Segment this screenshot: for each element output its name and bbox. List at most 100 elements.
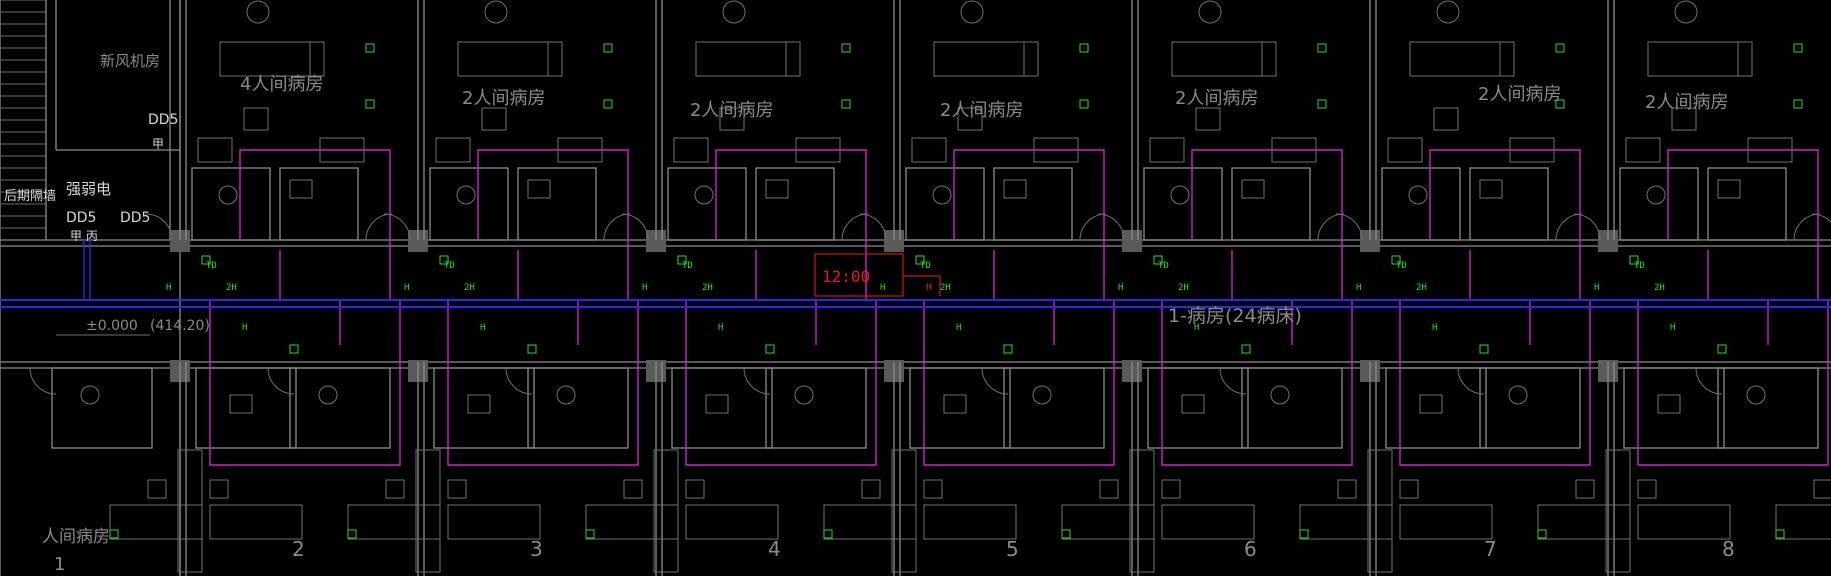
sink-bottom (1657, 394, 1681, 414)
chair-bottom (1337, 479, 1357, 499)
bathroom-bottom-a (51, 367, 153, 449)
outlet-device (603, 43, 613, 53)
sink-top (289, 179, 313, 199)
light-fixture-circle (246, 0, 270, 24)
bathroom-bottom-a (765, 367, 867, 449)
light-fixture-circle (1674, 0, 1698, 24)
chair-bottom-2 (685, 479, 705, 499)
bed-bottom (347, 504, 441, 540)
circuit-bottom-loop (1399, 300, 1591, 466)
wardrobe-bottom (1605, 449, 1631, 573)
bed-top (1171, 41, 1263, 77)
circuit-bottom-loop (1161, 300, 1353, 466)
detector-device (201, 255, 211, 265)
chair-top (1195, 107, 1221, 131)
room-number-5: 5 (1006, 537, 1019, 561)
room-label-2bed-2: 2人间病房 (690, 100, 773, 121)
wardrobe-bottom (653, 449, 679, 573)
desk-top (1625, 137, 1661, 163)
outlet-device-2 (1317, 99, 1327, 109)
door-swing-bottom (29, 367, 57, 395)
toilet-bottom (794, 385, 814, 405)
toilet-top (1646, 185, 1666, 205)
pipe-tag-h-lower: H (956, 323, 961, 333)
pipe-tag-h: H (404, 283, 409, 293)
detector-device (1153, 255, 1163, 265)
wardrobe-bottom (891, 449, 917, 573)
bathroom-top-a (1381, 167, 1461, 241)
bed-top (457, 41, 549, 77)
wardrobe-bottom (177, 449, 203, 573)
outlet-device (1079, 43, 1089, 53)
detector-device (1629, 255, 1639, 265)
time-marker-box[interactable] (814, 253, 904, 297)
detector-tag: TD (1396, 261, 1407, 271)
door-swing-bottom (267, 367, 295, 395)
chair-top (719, 107, 745, 131)
chair-bottom-2 (1399, 479, 1419, 499)
desk-top (197, 137, 233, 163)
chair-bottom (861, 479, 881, 499)
outlet-device-2 (841, 99, 851, 109)
bathroom-top-a (1619, 167, 1699, 241)
bed-bottom (823, 504, 917, 540)
bed-top-head (1499, 41, 1515, 77)
detector-device (677, 255, 687, 265)
time-marker-tag: H (926, 282, 932, 293)
outlet-device-bottom (109, 529, 119, 539)
chair-bottom-2 (1161, 479, 1181, 499)
bathroom-bottom-b (433, 367, 535, 449)
door-swing-top (1317, 213, 1345, 241)
chair-bottom (1575, 479, 1595, 499)
bed-top-head (1261, 41, 1277, 77)
light-fixture-circle (960, 0, 984, 24)
outlet-device-bottom (347, 529, 357, 539)
outlet-device (1555, 43, 1565, 53)
door-swing-bottom (505, 367, 533, 395)
wardrobe-bottom (1367, 449, 1393, 573)
outlet-device-bottom (823, 529, 833, 539)
pipe-tag-h: H (642, 283, 647, 293)
bed-top-head (1023, 41, 1039, 77)
bed-bottom (1537, 504, 1631, 540)
chair-bottom (1813, 479, 1831, 499)
bathroom-top-a (429, 167, 509, 241)
pipe-tag-h-lower: H (1670, 323, 1675, 333)
outlet-device-2 (1793, 99, 1803, 109)
bathroom-bottom-b (909, 367, 1011, 449)
bathroom-bottom-a (1241, 367, 1343, 449)
toilet-top (218, 185, 238, 205)
bed-bottom (1061, 504, 1155, 540)
detector-device-bottom (289, 344, 299, 354)
bed-top-head (309, 41, 325, 77)
column-top (1598, 230, 1618, 252)
circuit-bottom-loop (209, 300, 401, 466)
bathroom-top-a (905, 167, 985, 241)
room-number-4: 4 (768, 537, 781, 561)
pipe-tag-h-lower: H (1432, 323, 1437, 333)
light-fixture-circle (722, 0, 746, 24)
sink-bottom (229, 394, 253, 414)
sink-bottom (943, 394, 967, 414)
pipe-tag-2h: 2H (1654, 283, 1665, 293)
bed-bottom (1775, 504, 1831, 540)
column-top (646, 230, 666, 252)
circuit-top-loop (1667, 149, 1819, 300)
outlet-device-2 (603, 99, 613, 109)
label-electrical: 强弱电 (66, 180, 111, 198)
pipe-tag-2h: 2H (464, 283, 475, 293)
bed-top-head (1737, 41, 1753, 77)
column-top (408, 230, 428, 252)
bathroom-bottom-a (1003, 367, 1105, 449)
toilet-top (1408, 185, 1428, 205)
bathroom-bottom-b (195, 367, 297, 449)
toilet-top (1170, 185, 1190, 205)
toilet-top (932, 185, 952, 205)
chair-top (1433, 107, 1459, 131)
room-label-2bed-6: 2人间病房 (1645, 92, 1728, 113)
chair-bottom-2 (209, 479, 229, 499)
detector-tag: TD (1634, 261, 1645, 271)
chair-top (243, 107, 269, 131)
